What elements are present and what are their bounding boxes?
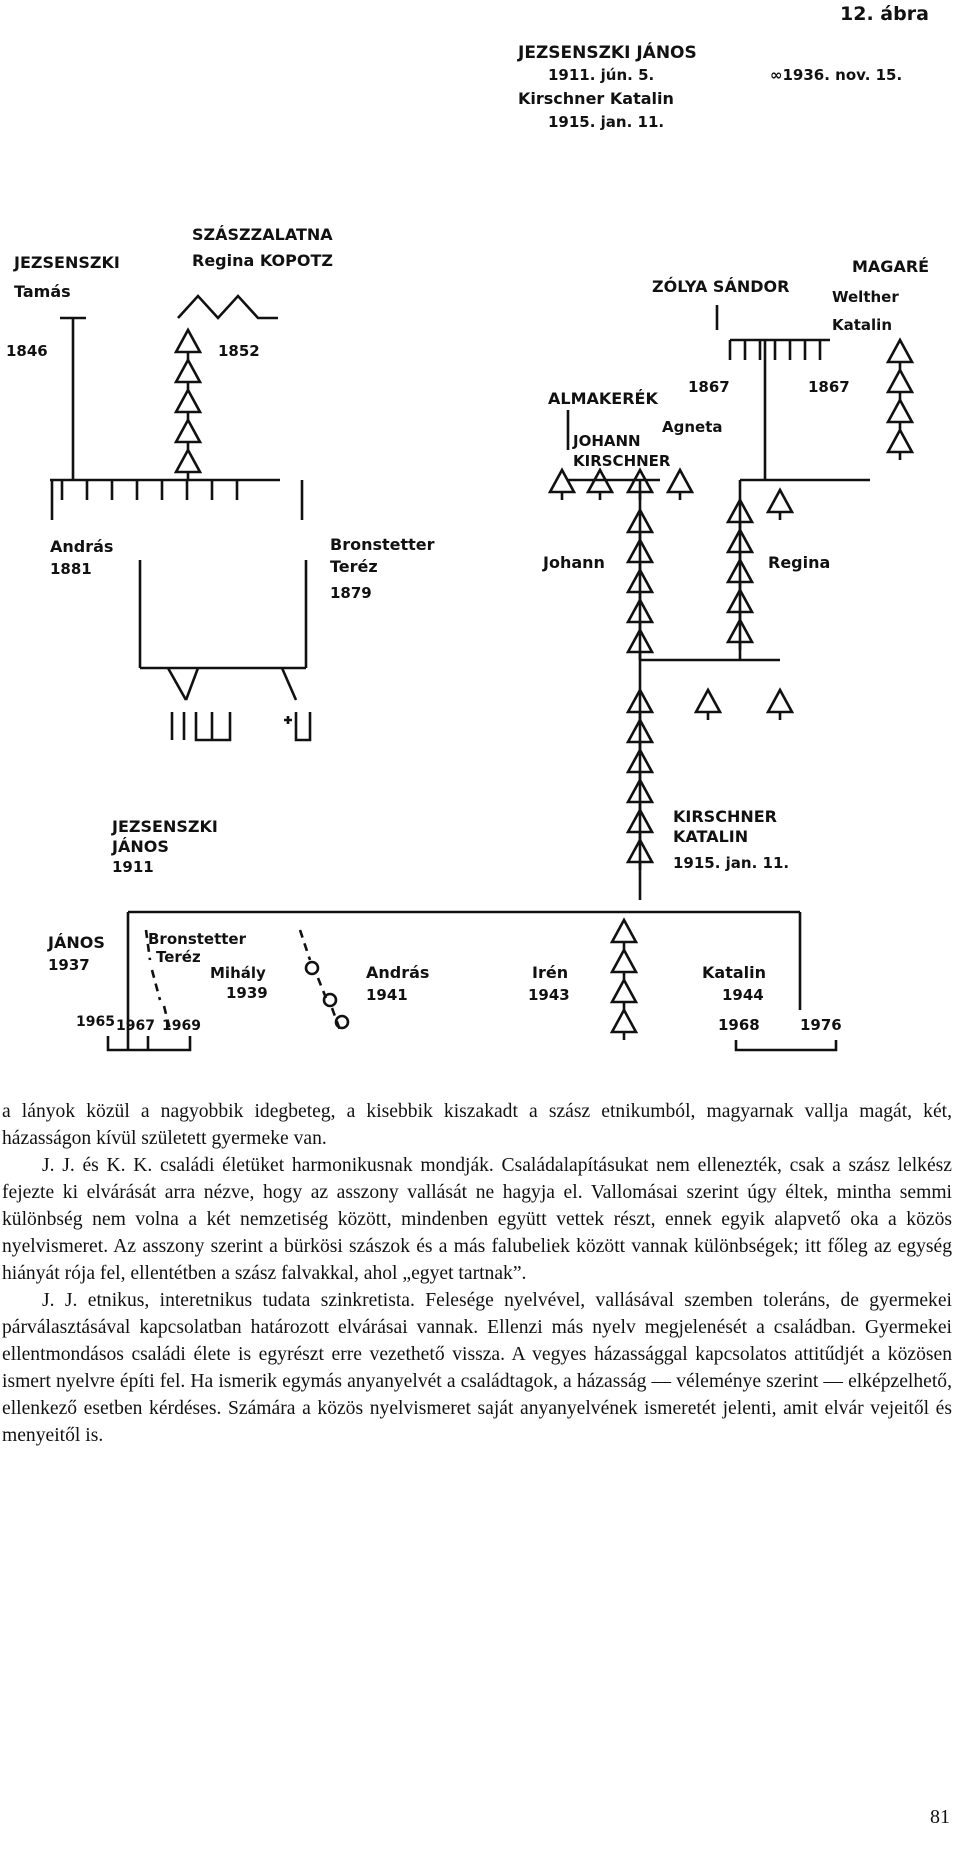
label-bronstetter2: Bronstetter — [148, 930, 247, 948]
label-katalin-w: Katalin — [832, 316, 892, 334]
label-1968: 1968 — [718, 1016, 760, 1034]
label-jezsenszki: JEZSENSZKI — [13, 253, 120, 272]
body-text: a lányok közül a nagyobbik idegbeteg, a … — [2, 1098, 952, 1449]
label-zolya-sandor: ZÓLYA SÁNDOR — [652, 277, 789, 296]
paragraph-1: a lányok közül a nagyobbik idegbeteg, a … — [2, 1101, 952, 1149]
head-wife-birth: 1915. jan. 11. — [548, 113, 664, 131]
label-regina-year: 1852 — [218, 342, 260, 360]
head-birth: 1911. jún. 5. — [548, 66, 654, 84]
paragraph-3: J. J. etnikus, interetnikus tudata szink… — [2, 1290, 952, 1446]
label-janos-year: 1937 — [48, 956, 90, 974]
label-kk1: KIRSCHNER — [673, 807, 777, 826]
label-1965: 1965 — [76, 1014, 115, 1030]
label-jj2: JÁNOS — [111, 837, 169, 856]
label-1969: 1969 — [162, 1018, 201, 1034]
label-1967: 1967 — [116, 1018, 155, 1034]
label-szaszzalatna: SZÁSZZALATNA — [192, 225, 333, 244]
head-wife: Kirschner Katalin — [518, 89, 674, 108]
figure-number: 12. ábra — [840, 3, 929, 25]
label-terez2: Teréz — [156, 948, 201, 966]
label-1867a: 1867 — [688, 378, 730, 396]
label-tamas: Tamás — [14, 282, 71, 301]
label-magare: MAGARÉ — [852, 257, 929, 276]
label-kk3: 1915. jan. 11. — [673, 854, 789, 872]
label-jj3: 1911 — [112, 858, 154, 876]
head-marriage: ∞1936. nov. 15. — [770, 66, 902, 84]
label-terez-year: 1879 — [330, 584, 372, 602]
label-welther: Welther — [832, 288, 899, 306]
label-iren: Irén — [532, 963, 568, 982]
label-kk2: KATALIN — [673, 827, 748, 846]
label-andras: András — [50, 537, 113, 556]
label-katalin-year: 1944 — [722, 986, 764, 1004]
label-johann: Johann — [542, 553, 605, 572]
label-almakerek: ALMAKERÉK — [548, 389, 658, 408]
label-katalin: Katalin — [702, 963, 766, 982]
label-iren-year: 1943 — [528, 986, 570, 1004]
label-regina-kopotz: Regina KOPOTZ — [192, 251, 333, 270]
paragraph-2: J. J. és K. K. családi életüket harmonik… — [2, 1155, 952, 1284]
head-name: JEZSENSZKI JÁNOS — [517, 41, 697, 63]
label-andras2-year: 1941 — [366, 986, 408, 1004]
label-agneta: Agneta — [662, 418, 723, 436]
page-number: 81 — [930, 1806, 950, 1828]
label-terez: Teréz — [330, 557, 378, 576]
triangle-stacks — [174, 328, 914, 1042]
label-mihaly-year: 1939 — [226, 984, 268, 1002]
label-1867b: 1867 — [808, 378, 850, 396]
label-regina: Regina — [768, 553, 830, 572]
label-johann-kirschner-2: KIRSCHNER — [573, 452, 671, 470]
label-1976: 1976 — [800, 1016, 842, 1034]
label-andras-year: 1881 — [50, 560, 92, 578]
label-jj1: JEZSENSZKI — [111, 817, 218, 836]
diagram-lines — [50, 294, 870, 1052]
kinship-diagram: 12. ábra JEZSENSZKI JÁNOS 1911. jún. 5. … — [6, 3, 929, 1052]
label-andras2: András — [366, 963, 429, 982]
label-bronstetter: Bronstetter — [330, 535, 435, 554]
label-janos: JÁNOS — [47, 933, 105, 952]
label-mihaly: Mihály — [210, 964, 266, 982]
label-johann-kirschner-1: JOHANN — [572, 432, 641, 450]
label-tamas-year: 1846 — [6, 342, 48, 360]
